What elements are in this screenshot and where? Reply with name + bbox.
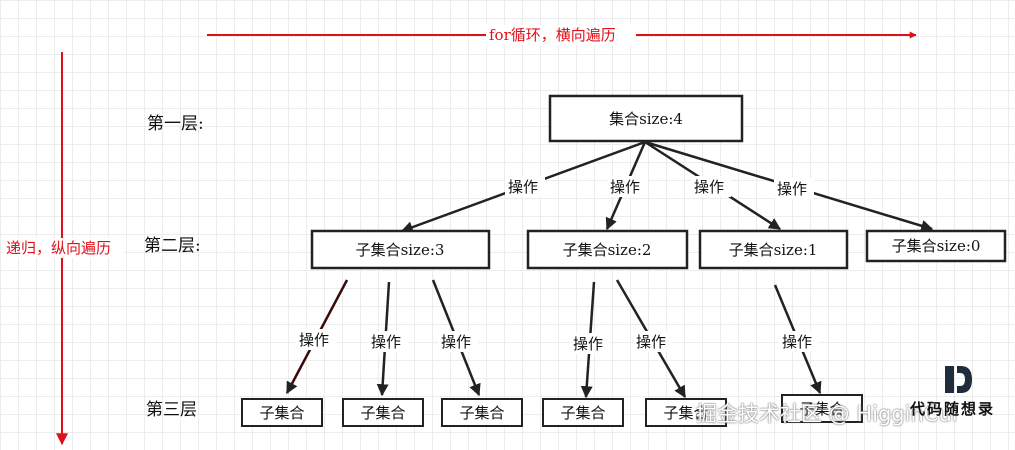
op-label-r1: 操作	[508, 178, 538, 196]
level2-node-3	[698, 229, 849, 270]
level-1-label: 第一层:	[147, 114, 204, 134]
level3-node-6-label: 子集合	[799, 400, 844, 418]
op-label-c1: 操作	[782, 333, 812, 351]
op-label-r2: 操作	[610, 178, 640, 196]
level2-node-2-label: 子集合size:2	[563, 241, 652, 259]
op-label-b1: 操作	[573, 335, 603, 353]
horizontal-axis-label: for循环，横向遍历	[489, 26, 616, 44]
level2-node-2	[526, 229, 689, 270]
watermark: 掘金技术社区 @ HigginCui	[696, 402, 958, 426]
level3-node-2	[342, 398, 424, 427]
level2-node-4-label: 子集合size:0	[892, 237, 981, 255]
level3-node-3	[441, 398, 523, 427]
op-label-r4: 操作	[777, 180, 807, 198]
level3-node-4-label: 子集合	[560, 404, 605, 422]
level-2-label: 第二层:	[144, 236, 201, 256]
level3-node-5	[645, 398, 727, 427]
vertical-axis-label: 递归，纵向遍历	[6, 239, 111, 257]
level3-node-2-label: 子集合	[360, 404, 405, 422]
level2-node-3-label: 子集合size:1	[729, 241, 818, 259]
level3-node-1	[241, 398, 323, 427]
op-label-a3: 操作	[441, 333, 471, 351]
vertical-axis-label-bg	[4, 238, 124, 258]
level3-node-6	[781, 394, 863, 423]
level3-node-1-label: 子集合	[259, 404, 304, 422]
level-3-label: 第三层	[146, 400, 197, 420]
level2-node-1	[310, 229, 491, 270]
level3-node-3-label: 子集合	[459, 404, 504, 422]
op-labels: 操作 操作 操作 操作 操作 操作 操作 操作 操作 操作	[296, 176, 819, 354]
code-caprice-logo-icon	[945, 366, 972, 393]
level2-node-4	[865, 229, 1007, 263]
root-node-label: 集合size:4	[609, 110, 683, 128]
op-label-b2: 操作	[636, 333, 666, 351]
op-label-a1: 操作	[299, 331, 329, 349]
logo-text: 代码随想录	[910, 400, 996, 418]
horizontal-axis-label-bg	[486, 25, 636, 45]
level2-node-1-label: 子集合size:3	[356, 241, 445, 259]
level3-node-4	[542, 398, 624, 427]
op-label-r3: 操作	[694, 178, 724, 196]
level3-node-5-label: 子集合	[663, 404, 708, 422]
op-label-a2: 操作	[371, 333, 401, 351]
root-node	[548, 94, 744, 143]
